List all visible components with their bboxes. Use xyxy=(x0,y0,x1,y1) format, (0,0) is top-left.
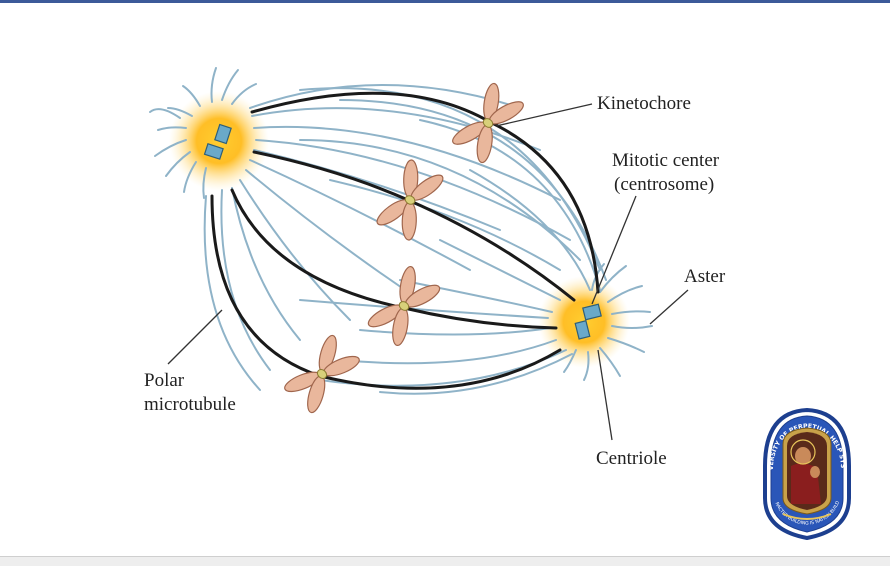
kinetochore-label: Kinetochore xyxy=(597,93,691,114)
left-centriole xyxy=(203,123,232,160)
centriole-label: Centriole xyxy=(596,448,667,469)
icon-child-face xyxy=(810,466,820,478)
right-centriole xyxy=(574,303,602,340)
polar-label: Polar xyxy=(144,370,185,391)
chromosome-2 xyxy=(370,153,450,247)
centrosome-label: (centrosome) xyxy=(614,174,715,195)
kinetochore-microtubules xyxy=(210,91,600,390)
header-rule xyxy=(0,0,890,3)
footer-rule xyxy=(0,556,890,566)
chromosome-4 xyxy=(277,328,367,420)
icon-madonna-face xyxy=(795,447,811,465)
mitotic-center-leader xyxy=(591,195,637,305)
leader-lines xyxy=(167,103,689,441)
centriole-leader xyxy=(597,349,613,441)
polar-microtubule-leader xyxy=(167,309,223,365)
aster-leader xyxy=(649,289,689,325)
mitotic-center-label: Mitotic center xyxy=(612,150,720,171)
kinetochore-leader xyxy=(495,103,593,127)
university-seal-logo: UNIVERSITY OF PERPETUAL HELP SYSTEM CHAR… xyxy=(761,406,851,541)
left-aster xyxy=(149,67,257,199)
aster-label: Aster xyxy=(684,266,726,287)
microtubule-label: microtubule xyxy=(144,394,236,415)
